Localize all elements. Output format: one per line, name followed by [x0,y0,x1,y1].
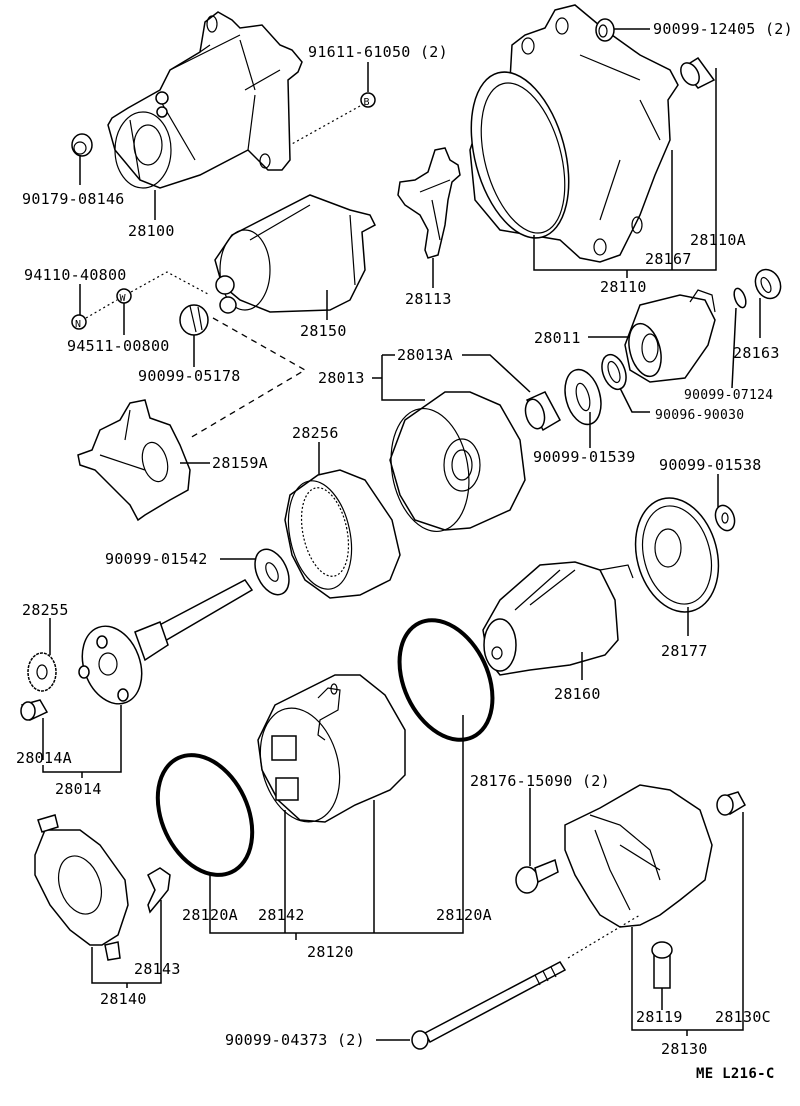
label-28013A: 28013A [397,346,453,364]
label-28113: 28113 [405,290,452,308]
bracket-28013 [372,354,425,401]
bracket-28120 [209,715,464,940]
diagram-code: ME L216-C [696,1066,775,1082]
label-90179-08146: 90179-08146 [22,190,125,208]
label-28130C: 28130C [715,1008,771,1026]
leader-line [731,307,737,389]
label-28011: 28011 [534,329,581,347]
snap-ring-90096-90030 [601,353,627,391]
label-94511-00800: 94511-00800 [67,337,170,355]
brush-28119 [651,941,673,989]
lever-holder-28159A [77,399,191,522]
label-28167: 28167 [645,250,692,268]
label-90096-90030: 90096-90030 [655,408,744,423]
bracket-28130 [631,812,744,1036]
leader-line [462,354,531,393]
snap-ring-90099-07124 [733,287,747,309]
label-28176-15090: 28176-15090 (2) [470,772,610,790]
clutch-28011 [624,289,716,383]
bushing-28110A [680,56,716,89]
label-28142: 28142 [258,906,305,924]
label-28120A-right: 28120A [436,906,492,924]
washer-90099-01538 [714,504,736,532]
label-28110: 28110 [600,278,647,296]
label-28120A-left: 28120A [182,906,238,924]
dotted-reference-line [289,105,361,146]
label-90099-01542: 90099-01542 [105,550,208,568]
label-28140: 28140 [100,990,147,1008]
label-28130: 28130 [661,1040,708,1058]
bushing-28013A [524,391,562,432]
brush-holder-28140 [34,814,129,961]
label-90099-01538: 90099-01538 [659,456,762,474]
label-28163: 28163 [733,344,780,362]
label-28119: 28119 [636,1008,683,1026]
bushing-28130C [716,791,746,816]
o-ring-28120A-right [397,618,495,742]
plate-28177 [634,497,720,613]
label-28013: 28013 [318,369,365,387]
symbol-b: B [360,92,376,108]
label-90099-04373: 90099-04373 (2) [225,1031,365,1049]
label-94110-40800: 94110-40800 [24,266,127,284]
starter-assembly-28100 [107,11,303,189]
label-28150: 28150 [300,322,347,340]
label-28014: 28014 [55,780,102,798]
label-28159A: 28159A [212,454,268,472]
bushing-90099-12405 [595,18,615,42]
label-90099-05178: 90099-05178 [138,367,241,385]
label-90099-07124: 90099-07124 [684,388,773,403]
bushing-28163 [754,268,782,300]
label-90099-01539: 90099-01539 [533,448,636,466]
label-90099-12405: 90099-12405 (2) [653,20,793,38]
label-28100: 28100 [128,222,175,240]
shaft-28014 [78,579,254,705]
dotted-reference-line [85,271,209,319]
end-frame-28130 [564,784,713,928]
nut-90099-05178 [179,304,209,336]
planetary-gear-28255 [27,652,57,692]
label-28256: 28256 [292,424,339,442]
bolt-28176-15090 [515,858,559,894]
bearing-28014A [20,699,49,721]
label-28143: 28143 [134,960,181,978]
internal-gear-28256 [284,469,401,599]
label-91611-61050: 91611-61050 (2) [308,43,448,61]
washer-90099-01542 [254,548,290,596]
label-28177: 28177 [661,642,708,660]
nut-90179-08146 [71,133,93,157]
armature-28160 [482,561,634,676]
gear-housing-28013 [389,391,526,533]
through-bolt-90099-04373 [411,961,567,1050]
label-28255: 28255 [22,601,69,619]
bracket-28110 [533,68,717,271]
symbol-w: W [116,288,132,304]
symbol-n: N [71,314,87,330]
label-28014A: 28014A [16,749,72,767]
dashed-reference-line [189,317,307,439]
lever-28113 [397,147,461,259]
leader-line [619,387,650,413]
o-ring-28120A-left [155,753,255,877]
bracket-28140 [91,900,162,988]
housing-28110 [469,4,679,263]
symbol-b-letter: B [364,97,370,108]
yoke-28120 [257,674,406,823]
washer-90099-01539 [564,368,602,426]
symbol-w-letter: W [120,293,127,304]
spring-28143 [147,867,171,914]
dotted-reference-line [567,914,641,959]
label-28110A: 28110A [690,231,746,249]
label-28120: 28120 [307,943,354,961]
symbol-n-letter: N [75,319,81,330]
solenoid-28150 [214,194,376,314]
label-28160: 28160 [554,685,601,703]
